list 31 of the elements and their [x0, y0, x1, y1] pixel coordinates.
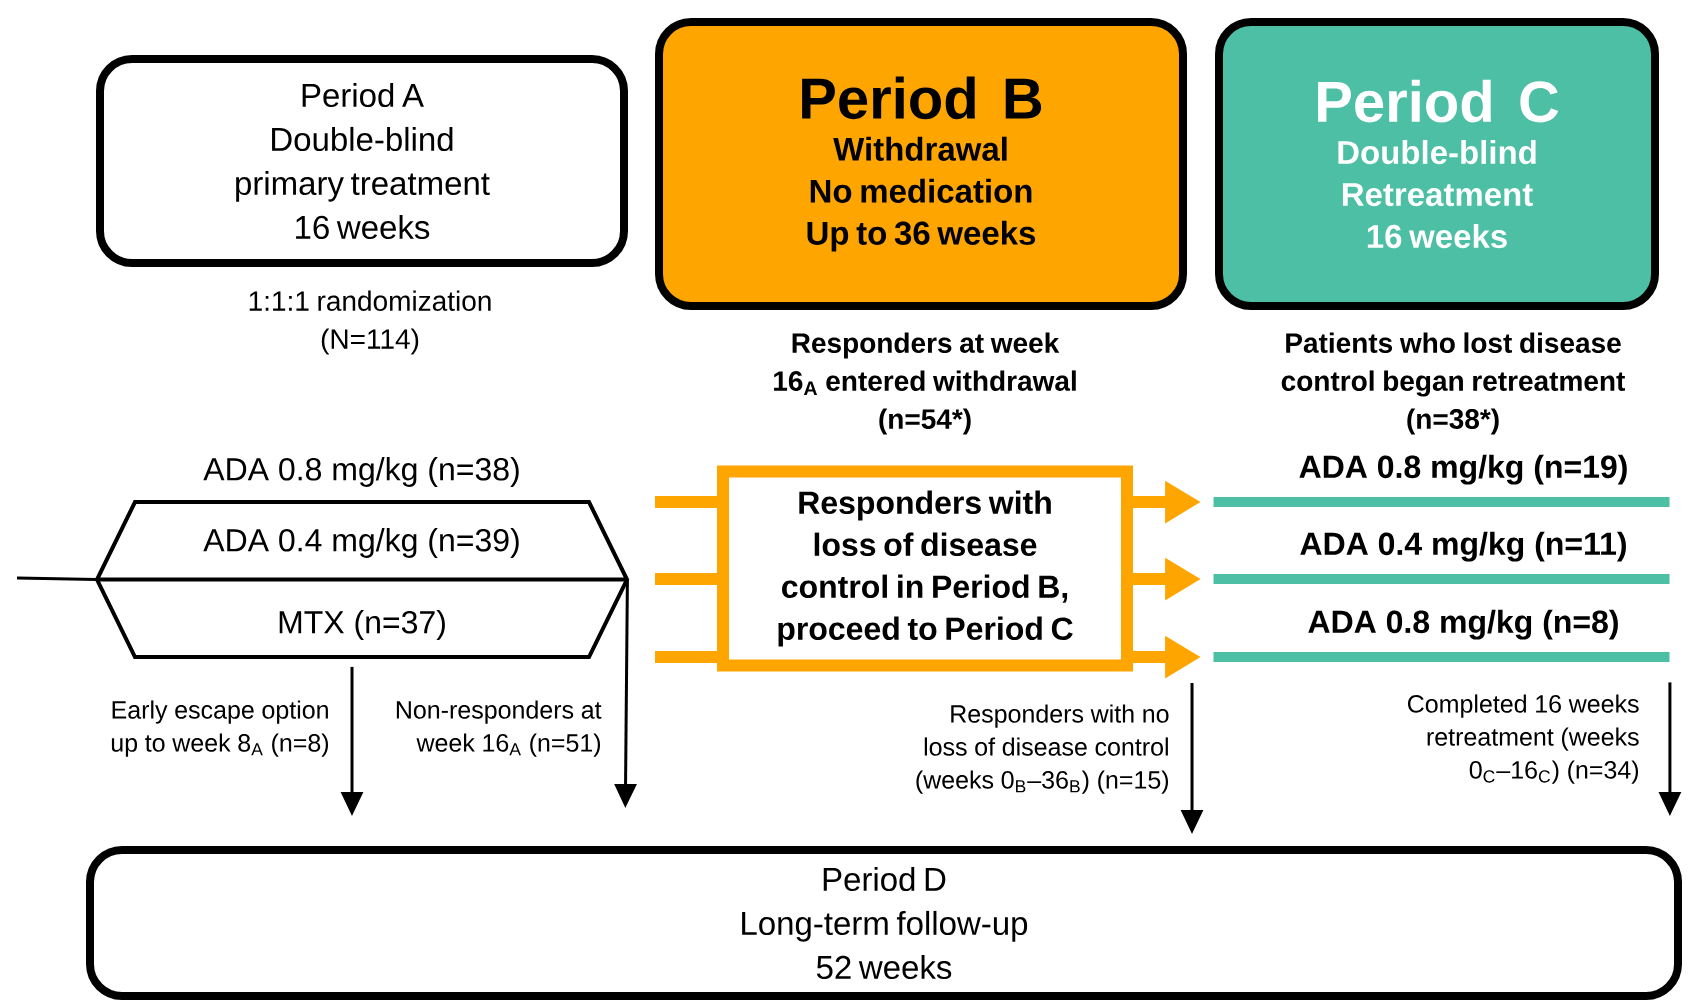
connector-line	[655, 573, 717, 585]
node-label: 1:1:1 randomization (N=114)	[249, 290, 491, 355]
period-box: Period D Long-term follow-up 52 weeks	[86, 846, 1682, 1000]
connector-line	[655, 496, 717, 508]
node-label: Patients who lost disease control began retreatment (n=38*)	[1281, 332, 1625, 435]
node-label: Responders at week 16$_{A}$ entered withdrawal (n=54*)	[774, 332, 1076, 435]
edge-label: Early escape option up to week 8$_{A}$ (n=8)	[111, 700, 329, 757]
edge-label: Completed 16 weeks retreatment (weeks 0$_{C}$–16$_{C}$) (n=34)	[1407, 694, 1639, 784]
period-box: Period C Double-blind Retreatment 16 weeks	[1215, 18, 1659, 310]
node-label: ADA 0.8 mg/kg (n=8)	[1308, 609, 1618, 640]
node-label: Double-blind	[1338, 139, 1536, 165]
process-box: Responders with loss of disease control in Period B, proceed to Period C	[717, 465, 1133, 672]
period-box: Period B Withdrawal No medication Up to 36 weeks	[655, 18, 1187, 310]
node-label: 16 weeks	[1367, 223, 1507, 249]
edge-label: Non-responders at week 16$_{A}$ (n=51)	[396, 700, 602, 757]
node-label: Retreatment	[1342, 183, 1533, 207]
node-label: ADA 0.4 mg/kg (n=11)	[1300, 531, 1626, 562]
node-label: Period B	[802, 76, 1042, 120]
node-label: Period C	[1318, 79, 1559, 123]
node-label: Up to 36 weeks	[807, 220, 1036, 252]
arm-bar: ADA 0.4 mg/kg (n=11)	[1213, 531, 1670, 584]
connector-line	[655, 651, 717, 663]
node-label: No medication	[810, 178, 1032, 203]
period-box: Period A Double-blind primary treatment 16 weeks	[96, 55, 628, 267]
edge-label: Responders with no loss of disease control (weeks 0$_{B}$–36$_{B}$) (n=15)	[916, 704, 1169, 794]
connector-line	[17, 576, 97, 581]
arm-bar: ADA 0.8 mg/kg (n=19)	[1213, 454, 1670, 507]
node-label: ADA 0.8 mg/kg (n=38)	[203, 457, 519, 487]
node-label: ADA 0.8 mg/kg (n=19)	[1299, 454, 1627, 485]
arm-bar: ADA 0.8 mg/kg (n=8)	[1213, 609, 1670, 662]
node-label: Withdrawal	[833, 136, 1007, 161]
